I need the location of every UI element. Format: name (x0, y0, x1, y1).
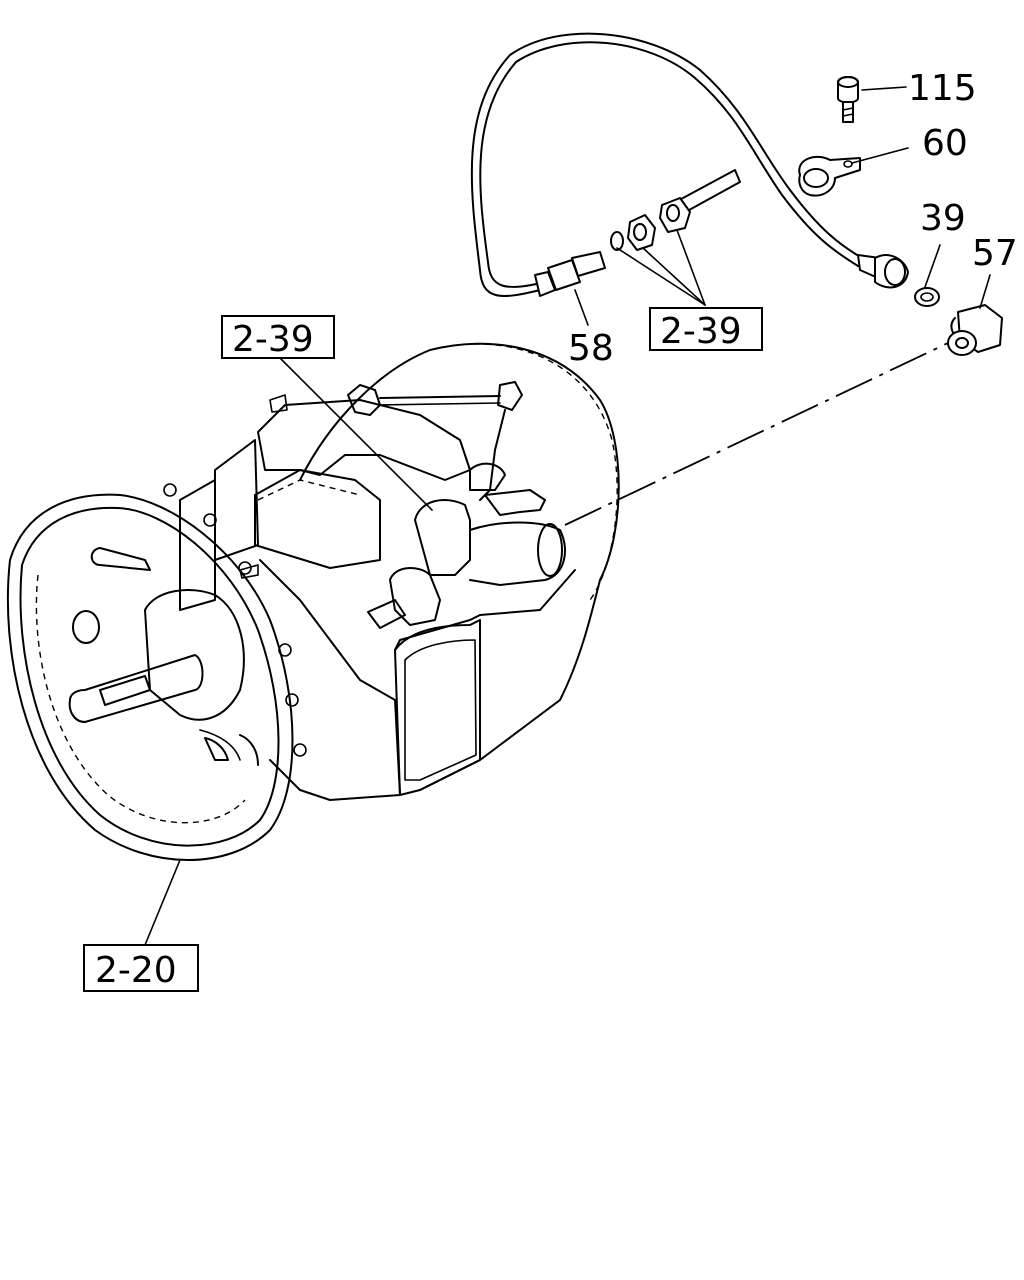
callout-60: 60 (922, 123, 968, 164)
leader-lines (144, 86, 991, 946)
callout-115: 115 (908, 68, 977, 109)
callout-39: 39 (920, 198, 966, 239)
transmission-assembly (179, 342, 620, 801)
svg-text:60: 60 (922, 123, 968, 164)
reference-box-2-39-left: 2-39 (221, 315, 335, 360)
svg-text:2-20: 2-20 (95, 950, 177, 991)
nut-washer-set (610, 197, 691, 251)
bolt-part-115 (837, 76, 859, 123)
svg-text:115: 115 (908, 68, 977, 109)
callout-58: 58 (568, 328, 614, 369)
svg-text:2-39: 2-39 (660, 311, 742, 352)
callout-57: 57 (972, 233, 1018, 274)
svg-text:58: 58 (568, 328, 614, 369)
sensor-part-57 (947, 304, 1003, 356)
washer-part-39 (914, 287, 940, 307)
speedometer-cable (470, 32, 909, 297)
reference-box-2-39-right: 2-39 (649, 307, 763, 352)
svg-text:39: 39 (920, 198, 966, 239)
svg-text:2-39: 2-39 (232, 319, 314, 360)
bell-housing (6, 483, 307, 861)
svg-text:57: 57 (972, 233, 1018, 274)
reference-box-2-20: 2-20 (83, 944, 199, 992)
clamp-part-60 (798, 155, 861, 197)
